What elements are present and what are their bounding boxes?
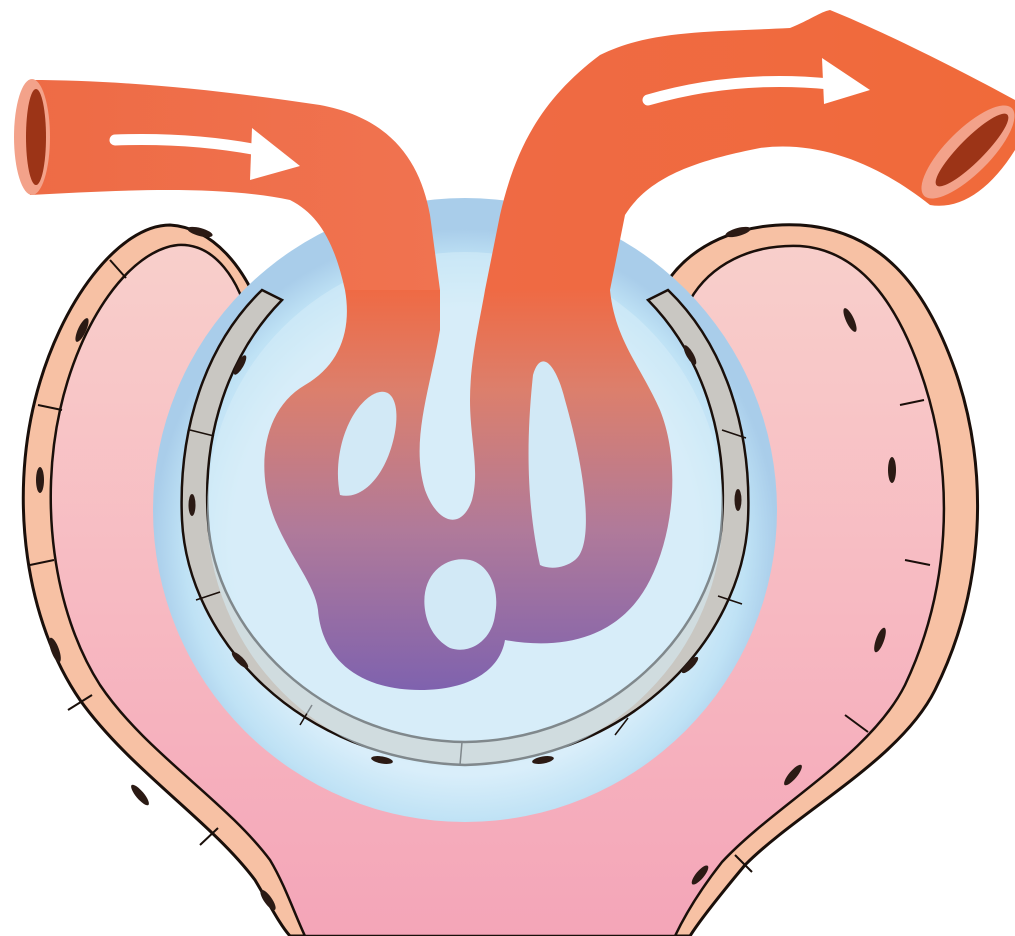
nucleus [129,782,152,807]
nucleus [36,467,44,493]
glomerulus [153,198,777,822]
afferent-vessel-body [30,80,440,290]
nucleus [888,457,896,483]
afferent-vessel-lumen [26,89,46,185]
